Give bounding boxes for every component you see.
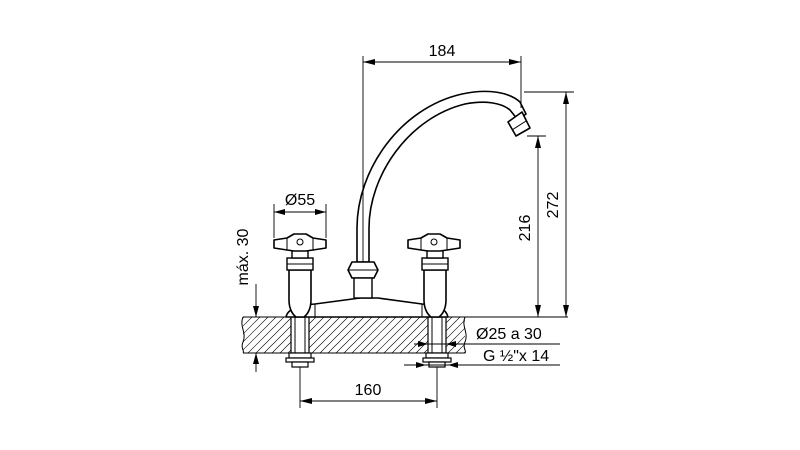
dimension-center-distance: 160	[299, 367, 438, 408]
center-distance-label: 160	[355, 382, 382, 399]
handle-diameter-label: Ø55	[285, 192, 315, 209]
dimension-spout-reach: 184	[362, 43, 522, 262]
dimension-spout-height: 216	[465, 135, 568, 318]
max-deck-thickness-label: máx. 30	[235, 228, 252, 285]
left-shank	[285, 316, 315, 368]
dimension-total-height: 272	[524, 91, 574, 317]
spout-height-label: 216	[517, 215, 534, 242]
thread-label: G ½"x 14	[483, 348, 549, 365]
left-cross-handle	[273, 233, 327, 252]
dimension-thread: G ½"x 14	[404, 348, 560, 368]
spout	[347, 90, 531, 299]
left-valve	[286, 249, 314, 318]
right-cross-handle	[407, 233, 461, 252]
right-valve	[421, 249, 449, 318]
countertop-section	[241, 316, 467, 354]
dimension-hole-diameter: Ø25 a 30	[414, 326, 560, 347]
total-height-label: 272	[545, 192, 562, 219]
dimension-max-deck-thickness: máx. 30	[235, 228, 259, 372]
hole-diameter-label: Ø25 a 30	[476, 326, 542, 343]
dimension-handle-diameter: Ø55	[273, 192, 327, 238]
spout-reach-label: 184	[429, 43, 456, 60]
